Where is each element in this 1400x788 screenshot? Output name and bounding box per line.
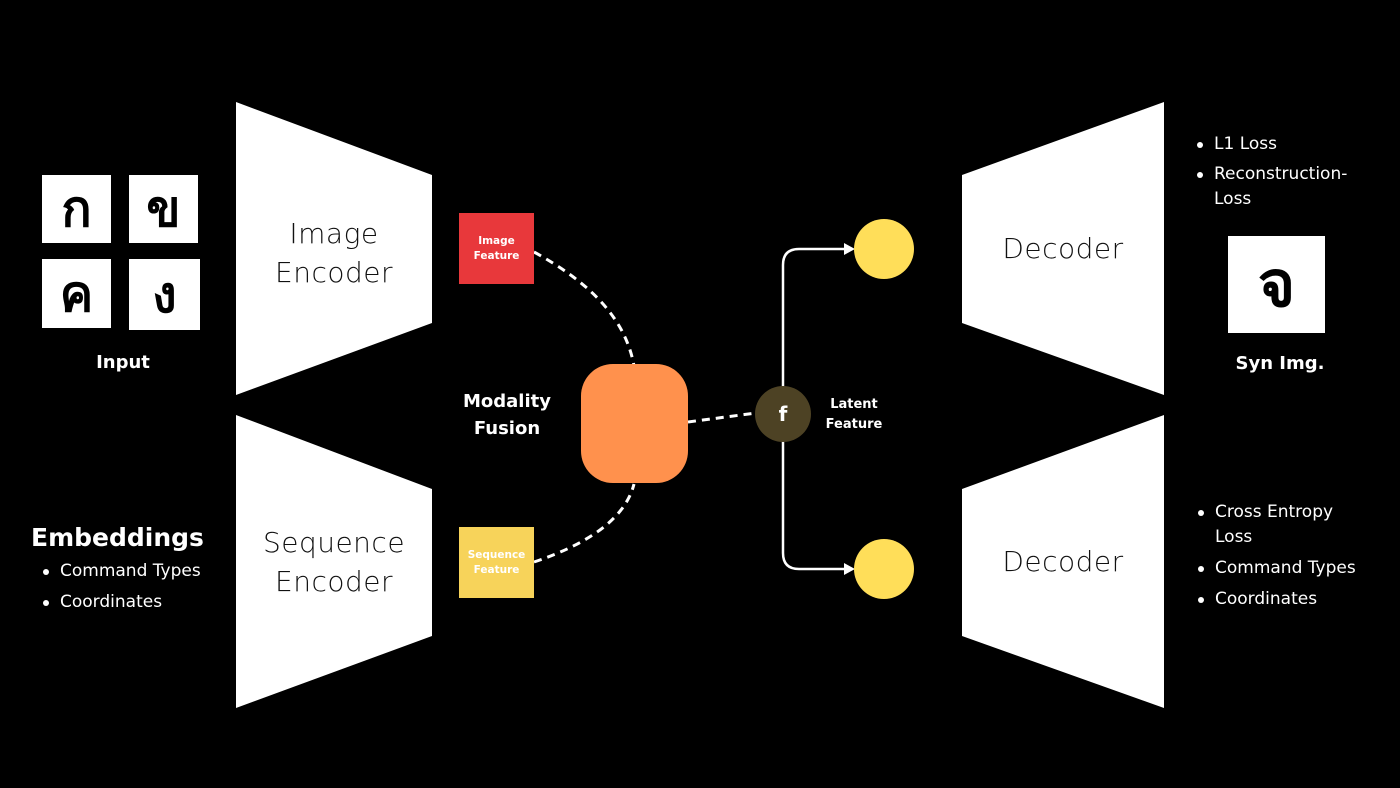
sequence-feature-line2: Feature xyxy=(473,563,520,576)
decoder-bottom-label: Decoder xyxy=(1002,545,1124,578)
latent-feature-label: Latent Feature xyxy=(814,395,894,435)
latent-output-top xyxy=(854,219,914,279)
image-feature-line2: Feature xyxy=(473,249,520,262)
input-glyph: ง xyxy=(152,265,177,324)
list-item-line1: Coordinates xyxy=(1215,589,1318,609)
list-item: Command Types xyxy=(1195,556,1395,581)
list-item-line1: L1 Loss xyxy=(1214,134,1277,154)
sequence-feature-connector xyxy=(533,483,636,564)
list-item: Coordinates xyxy=(1195,587,1395,612)
syn-img-label: Syn Img. xyxy=(1235,353,1325,374)
input-glyph: ค xyxy=(59,264,94,323)
list-item-line1: Reconstruction- xyxy=(1214,164,1348,184)
latent-branch-up xyxy=(781,247,845,388)
modality-fusion-box xyxy=(581,364,688,483)
input-glyph-tile: ข xyxy=(129,175,198,243)
decoder-top-label: Decoder xyxy=(1002,232,1124,265)
embeddings-title: Embeddings xyxy=(31,523,204,552)
latent-feature-line1: Latent xyxy=(830,397,878,412)
image-encoder-label-line1: Image xyxy=(289,217,379,250)
latent-arrowhead-down xyxy=(844,563,855,575)
list-item: L1 Loss xyxy=(1194,132,1394,157)
list-item: Cross Entropy Loss xyxy=(1195,500,1395,550)
image-feature-connector xyxy=(533,250,636,367)
latent-feature-line2: Feature xyxy=(825,417,883,432)
latent-fusion-node xyxy=(755,386,811,442)
losses-bottom-list: Cross Entropy Loss Command Types Coordin… xyxy=(1195,500,1395,612)
input-glyph-tile: ง xyxy=(129,259,200,330)
input-glyph: ข xyxy=(146,180,181,238)
sequence-encoder-label-line1: Sequence xyxy=(262,526,406,559)
latent-branch-down xyxy=(781,440,845,571)
input-label: Input xyxy=(96,352,150,373)
list-item: Command Types xyxy=(40,559,230,584)
embeddings-list: Command Types Coordinates xyxy=(40,559,230,615)
image-encoder-shape xyxy=(236,102,432,395)
decoder-bottom-shape xyxy=(962,415,1164,708)
modality-fusion-label: Modality Fusion xyxy=(447,388,567,442)
image-encoder-label: Image Encoder xyxy=(236,214,432,292)
syn-img-tile: จ xyxy=(1228,236,1325,333)
image-feature-box: Image Feature xyxy=(459,213,534,284)
sequence-encoder-label-line2: Encoder xyxy=(275,565,393,598)
modality-fusion-line1: Modality xyxy=(463,391,551,412)
list-item-line1: Command Types xyxy=(1215,558,1356,578)
sequence-feature-box: Sequence Feature xyxy=(459,527,534,598)
list-item-line2: Loss xyxy=(1214,189,1252,209)
input-glyph-tile: ก xyxy=(42,175,111,243)
modality-fusion-line2: Fusion xyxy=(473,418,541,439)
losses-top-list: L1 Loss Reconstruction- Loss xyxy=(1194,132,1394,212)
syn-img-glyph: จ xyxy=(1257,247,1296,322)
sequence-feature-line1: Sequence xyxy=(467,548,526,561)
list-item: Reconstruction- Loss xyxy=(1194,162,1394,212)
fusion-to-latent-connector xyxy=(687,411,757,424)
input-glyph: ก xyxy=(61,180,92,238)
fusion-node-symbol: f xyxy=(778,402,788,426)
list-item-line1: Cross Entropy xyxy=(1215,502,1334,522)
image-feature-line1: Image xyxy=(478,234,515,247)
list-item: Coordinates xyxy=(40,590,230,615)
list-item-line2: Loss xyxy=(1215,527,1253,547)
latent-arrowhead-up xyxy=(844,243,855,255)
sequence-encoder-shape xyxy=(236,415,432,708)
sequence-encoder-label: Sequence Encoder xyxy=(236,523,432,601)
input-glyph-tile: ค xyxy=(42,259,111,328)
image-encoder-label-line2: Encoder xyxy=(275,256,393,289)
decoder-top-shape xyxy=(962,102,1164,395)
latent-output-bottom xyxy=(854,539,914,599)
